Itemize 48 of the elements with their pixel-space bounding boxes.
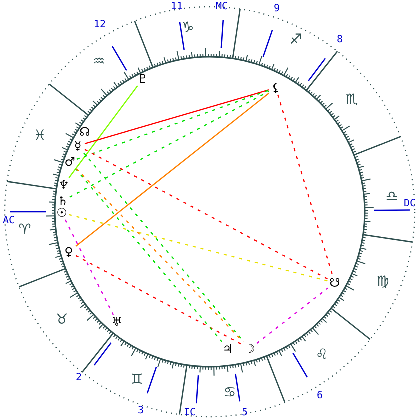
house-label: DC — [404, 198, 416, 210]
aspect-line — [64, 220, 114, 316]
zodiac-sign-symbol: ♏ — [346, 92, 358, 108]
house-label: IC — [184, 408, 196, 418]
planet-symbol: ☉ — [55, 206, 69, 220]
zodiac-sign-symbol: ♋ — [224, 385, 236, 401]
house-label: 8 — [336, 34, 344, 46]
aspect-line — [76, 90, 270, 160]
aspect-line — [68, 214, 328, 282]
planet-symbol: ♅ — [110, 315, 124, 329]
aspect-line — [68, 86, 138, 178]
zodiac-sign-symbol: ♑ — [182, 20, 194, 36]
aspect-line — [76, 93, 270, 247]
zodiac-sign-symbol: ♈ — [18, 222, 32, 238]
aspect-line — [256, 288, 328, 344]
aspect-line — [84, 90, 270, 144]
house-label: 5 — [242, 408, 248, 418]
planet-symbol: ♄ — [56, 194, 70, 208]
house-label: 11 — [170, 2, 184, 12]
planet-symbol: ♆ — [57, 178, 71, 192]
zodiac-sign-symbol: ♒ — [92, 54, 106, 70]
zodiac-sign-symbol: ♎ — [386, 189, 398, 205]
planet-symbol: ♃ — [221, 342, 235, 356]
planet-symbol: ♀ — [62, 245, 76, 259]
house-label: 9 — [274, 4, 280, 14]
aspect-line — [76, 255, 244, 346]
house-label: AC — [2, 216, 16, 226]
planet-symbol: ☽ — [243, 342, 257, 356]
house-label: 12 — [94, 20, 106, 30]
house-label: MC — [216, 2, 228, 12]
planet-symbol: ☿ — [71, 139, 85, 153]
planet-symbol: ♇ — [136, 72, 150, 86]
zodiac-sign-symbol: ♉ — [56, 312, 68, 328]
house-label: 6 — [316, 390, 324, 402]
aspect-line — [84, 149, 328, 280]
planet-symbol: ☊ — [78, 125, 92, 139]
planet-symbol: ☋ — [328, 276, 342, 290]
zodiac-sign-symbol: ♊ — [130, 372, 144, 388]
zodiac-sign-symbol: ♌ — [316, 347, 328, 363]
zodiac-sign-symbol: ♐ — [290, 32, 302, 48]
zodiac-sign-symbol: ♍ — [376, 274, 390, 290]
house-label: 3 — [138, 406, 144, 416]
house-label: 2 — [76, 372, 82, 384]
aspect-line — [278, 94, 334, 276]
planet-symbol: ♂ — [63, 155, 77, 169]
aspect-line — [70, 91, 270, 198]
planet-symbol: ⚸ — [269, 81, 283, 95]
zodiac-sign-symbol: ♓ — [34, 128, 46, 144]
